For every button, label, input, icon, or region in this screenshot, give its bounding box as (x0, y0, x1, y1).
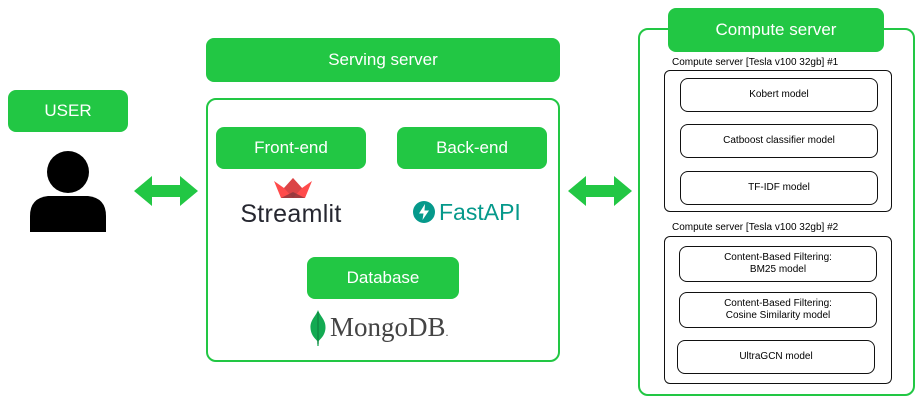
compute-server-2-label: Compute server [Tesla v100 32gb] #2 (672, 222, 839, 233)
fastapi-logo: FastAPI (413, 197, 543, 227)
mongodb-leaf-icon (310, 310, 326, 346)
compute-server-title: Compute server (668, 8, 884, 52)
mongodb-logo-mark: . (445, 325, 449, 339)
user-silhouette-icon (30, 151, 106, 232)
serving-server-title: Serving server (206, 38, 560, 82)
user-server-double-arrow (134, 176, 198, 206)
cosine-similarity-model-box: Content-Based Filtering: Cosine Similari… (679, 292, 877, 328)
tfidf-model-box: TF-IDF model (680, 171, 878, 205)
mongodb-logo-text: MongoDB. (330, 312, 470, 346)
compute-server-1-label: Compute server [Tesla v100 32gb] #1 (672, 57, 839, 68)
mongodb-logo-word: MongoDB (330, 312, 446, 342)
ultragcn-model-box: UltraGCN model (677, 340, 875, 374)
server-compute-double-arrow (568, 176, 632, 206)
database-label: Database (307, 257, 459, 299)
streamlit-logo-text: Streamlit (240, 200, 342, 228)
streamlit-crown-icon (274, 178, 312, 198)
catboost-model-box: Catboost classifier model (680, 124, 878, 158)
fastapi-bolt-icon (413, 201, 435, 223)
fastapi-logo-text: FastAPI (439, 198, 521, 225)
frontend-label: Front-end (216, 127, 366, 169)
backend-label: Back-end (397, 127, 547, 169)
user-label: USER (8, 90, 128, 132)
bm25-model-box: Content-Based Filtering: BM25 model (679, 246, 877, 282)
kobert-model-box: Kobert model (680, 78, 878, 112)
